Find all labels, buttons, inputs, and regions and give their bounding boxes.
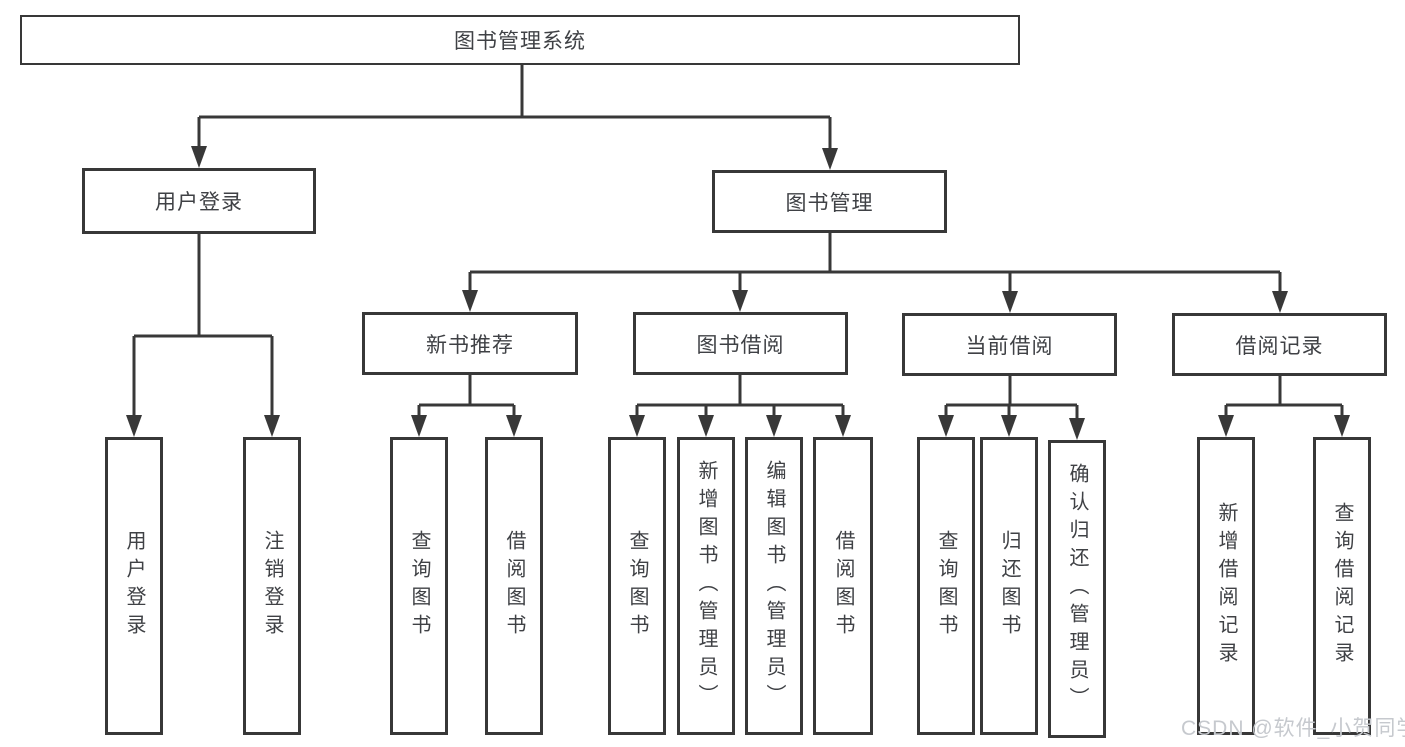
leaf-logout-label: 注销登录 [261,530,283,642]
leaf-query-books-borrowing: 查询图书 [608,437,666,735]
leaf-query-books-recommend-label: 查询图书 [408,530,430,642]
csdn-watermark: CSDN @软件_小贺同学 [1181,717,1405,740]
leaf-query-books-current-label: 查询图书 [935,530,957,642]
node-book-borrowing: 图书借阅 [633,312,848,375]
node-new-book-recommendation-label: 新书推荐 [426,333,514,357]
node-current-borrowing: 当前借阅 [902,313,1117,376]
leaf-confirm-return-admin: 确认归还（管理员） [1048,440,1106,738]
leaf-user-login-label: 用户登录 [123,530,145,642]
leaf-borrow-books-borrowing: 借阅图书 [813,437,873,735]
node-book-management: 图书管理 [712,170,947,233]
leaf-query-books-recommend: 查询图书 [390,437,448,735]
node-book-management-label: 图书管理 [785,191,874,215]
leaf-query-borrow-record: 查询借阅记录 [1313,437,1371,735]
leaf-borrow-books-recommend-label: 借阅图书 [503,530,525,642]
leaf-add-book-admin-label: 新增图书（管理员） [695,460,717,712]
leaf-borrow-books-borrowing-label: 借阅图书 [832,530,854,642]
node-user-login-label: 用户登录 [155,191,243,214]
leaf-edit-book-admin-label: 编辑图书（管理员） [763,460,785,712]
leaf-query-books-current: 查询图书 [917,437,975,735]
node-borrowing-records: 借阅记录 [1172,313,1387,376]
leaf-query-books-borrowing-label: 查询图书 [626,530,648,642]
leaf-borrow-books-recommend: 借阅图书 [485,437,543,735]
node-current-borrowing-label: 当前借阅 [965,334,1054,358]
leaf-return-book-label: 归还图书 [998,530,1020,642]
node-system-root-label: 图书管理系统 [454,30,586,53]
leaf-add-borrow-record: 新增借阅记录 [1197,437,1255,735]
leaf-edit-book-admin: 编辑图书（管理员） [745,437,803,735]
node-borrowing-records-label: 借阅记录 [1235,334,1324,358]
leaf-return-book: 归还图书 [980,437,1038,735]
leaf-add-book-admin: 新增图书（管理员） [677,437,735,735]
node-user-login: 用户登录 [82,168,316,234]
leaf-confirm-return-admin-label: 确认归还（管理员） [1066,463,1088,715]
leaf-user-login: 用户登录 [105,437,163,735]
node-system-root: 图书管理系统 [20,15,1020,65]
node-book-borrowing-label: 图书借阅 [696,333,785,357]
leaf-add-borrow-record-label: 新增借阅记录 [1215,502,1237,670]
leaf-query-borrow-record-label: 查询借阅记录 [1331,502,1353,670]
leaf-logout: 注销登录 [243,437,301,735]
node-new-book-recommendation: 新书推荐 [362,312,578,375]
